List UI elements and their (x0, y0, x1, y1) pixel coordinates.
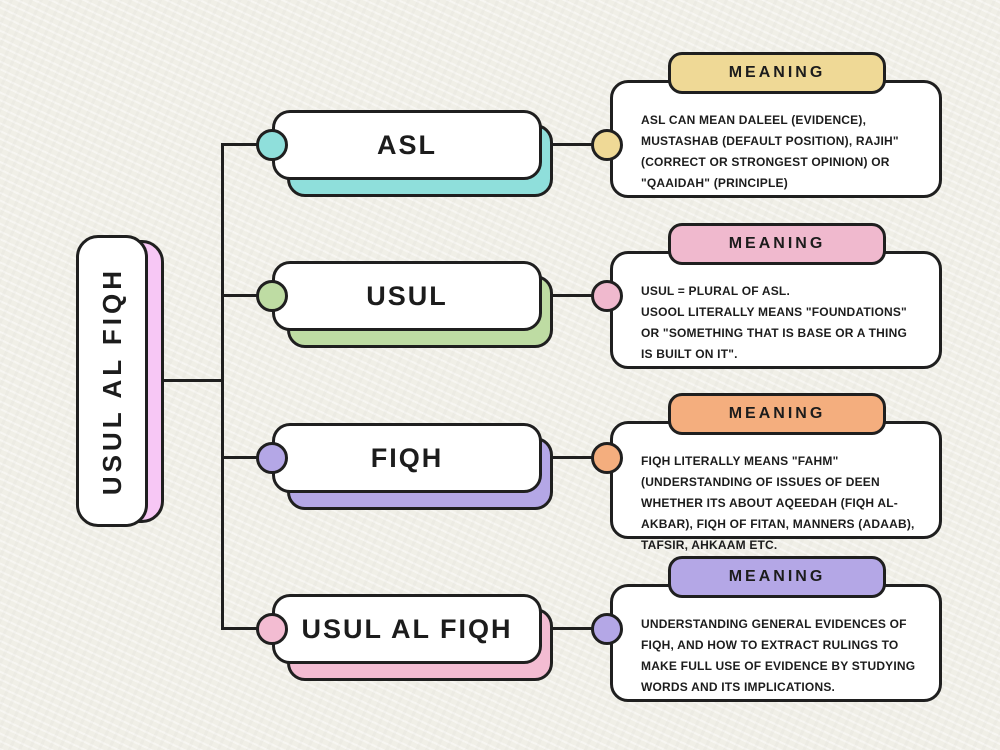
root-node-label: USUL AL FIQH (96, 266, 127, 496)
node-connector-dot (256, 280, 288, 312)
meaning-connector-dot (591, 280, 623, 312)
node-card: FIQH (272, 423, 542, 493)
node-to-meaning-line-usul-al-fiqh (545, 627, 593, 630)
node-card-asl: ASL (256, 110, 562, 205)
root-branch-line (158, 379, 221, 382)
root-node: USUL AL FIQH (76, 235, 168, 535)
meaning-card: UNDERSTANDING GENERAL EVIDENCES OF FIQH,… (610, 584, 942, 702)
meaning-group-asl: MEANING ASL CAN MEAN DALEEL (EVIDENCE), … (591, 52, 951, 212)
node-card-usul: USUL (256, 261, 562, 356)
meaning-tab-label: MEANING (728, 64, 826, 81)
meaning-tab: MEANING (668, 556, 886, 598)
branch-line-asl (221, 143, 263, 146)
node-connector-dot (256, 613, 288, 645)
root-node-card: USUL AL FIQH (76, 235, 148, 527)
meaning-tab-label: MEANING (728, 568, 826, 585)
node-card: USUL (272, 261, 542, 331)
meaning-tab-label: MEANING (728, 405, 826, 422)
meaning-connector-dot (591, 613, 623, 645)
meaning-connector-dot (591, 442, 623, 474)
branch-line-usul-al-fiqh (221, 627, 263, 630)
meaning-card: FIQH LITERALLY MEANS "FAHM" (UNDERSTANDI… (610, 421, 942, 552)
node-label: ASL (377, 129, 437, 160)
node-connector-dot (256, 442, 288, 474)
node-label: FIQH (370, 442, 444, 473)
meaning-connector-dot (591, 129, 623, 161)
meaning-text: USUL = PLURAL OF ASL. USOOL LITERALLY ME… (641, 284, 907, 361)
node-card-usul-al-fiqh: USUL AL FIQH (256, 594, 562, 689)
node-card-fiqh: FIQH (256, 423, 562, 518)
node-label: USUL AL FIQH (301, 613, 513, 644)
node-to-meaning-line-fiqh (545, 456, 593, 459)
node-to-meaning-line-usul (545, 294, 593, 297)
meaning-tab-label: MEANING (728, 235, 826, 252)
meaning-tab: MEANING (668, 393, 886, 435)
meaning-group-usul: MEANING USUL = PLURAL OF ASL. USOOL LITE… (591, 223, 951, 383)
meaning-card: ASL CAN MEAN DALEEL (EVIDENCE), MUSTASHA… (610, 80, 942, 198)
meaning-tab: MEANING (668, 223, 886, 265)
node-label: USUL (366, 280, 448, 311)
node-card: USUL AL FIQH (272, 594, 542, 664)
meaning-group-usul-al-fiqh: MEANING UNDERSTANDING GENERAL EVIDENCES … (591, 556, 951, 716)
node-to-meaning-line-asl (545, 143, 593, 146)
node-connector-dot (256, 129, 288, 161)
meaning-text: UNDERSTANDING GENERAL EVIDENCES OF FIQH,… (641, 617, 916, 694)
meaning-text: ASL CAN MEAN DALEEL (EVIDENCE), MUSTASHA… (641, 113, 899, 190)
meaning-card: USUL = PLURAL OF ASL. USOOL LITERALLY ME… (610, 251, 942, 369)
meaning-group-fiqh: MEANING FIQH LITERALLY MEANS "FAHM" (UND… (591, 393, 951, 553)
node-card: ASL (272, 110, 542, 180)
meaning-text: FIQH LITERALLY MEANS "FAHM" (UNDERSTANDI… (641, 454, 915, 552)
branch-line-usul (221, 294, 263, 297)
meaning-tab: MEANING (668, 52, 886, 94)
connector-trunk-line (221, 143, 224, 630)
branch-line-fiqh (221, 456, 263, 459)
